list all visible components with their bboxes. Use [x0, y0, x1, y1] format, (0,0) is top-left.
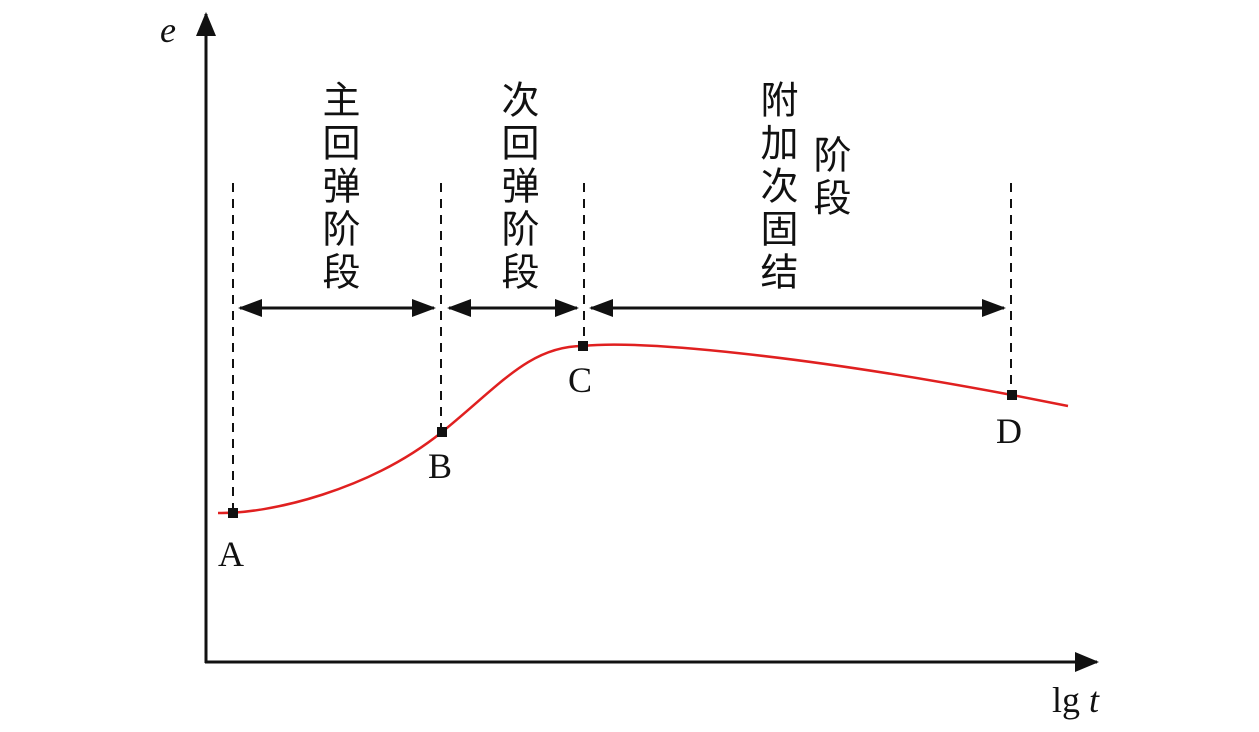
point-d [1007, 390, 1017, 400]
point-b-label: B [428, 446, 452, 486]
point-d-label: D [996, 411, 1022, 451]
point-c [578, 341, 588, 351]
stage-label-primary-rebound: 主回弹阶段 [316, 80, 360, 295]
stage-label-additional-consolidation: 附加次固结 [754, 80, 798, 295]
point-c-label: C [568, 360, 592, 400]
point-a [228, 508, 238, 518]
y-axis-label: e [160, 10, 176, 50]
x-axis-label: lg t [1052, 680, 1100, 720]
point-b [437, 427, 447, 437]
e-lgt-curve [217, 343, 1069, 515]
point-a-label: A [218, 534, 244, 574]
stage-label-additional-consolidation-suffix: 阶段 [807, 135, 851, 221]
stage-label-secondary-rebound: 次回弹阶段 [495, 80, 539, 295]
